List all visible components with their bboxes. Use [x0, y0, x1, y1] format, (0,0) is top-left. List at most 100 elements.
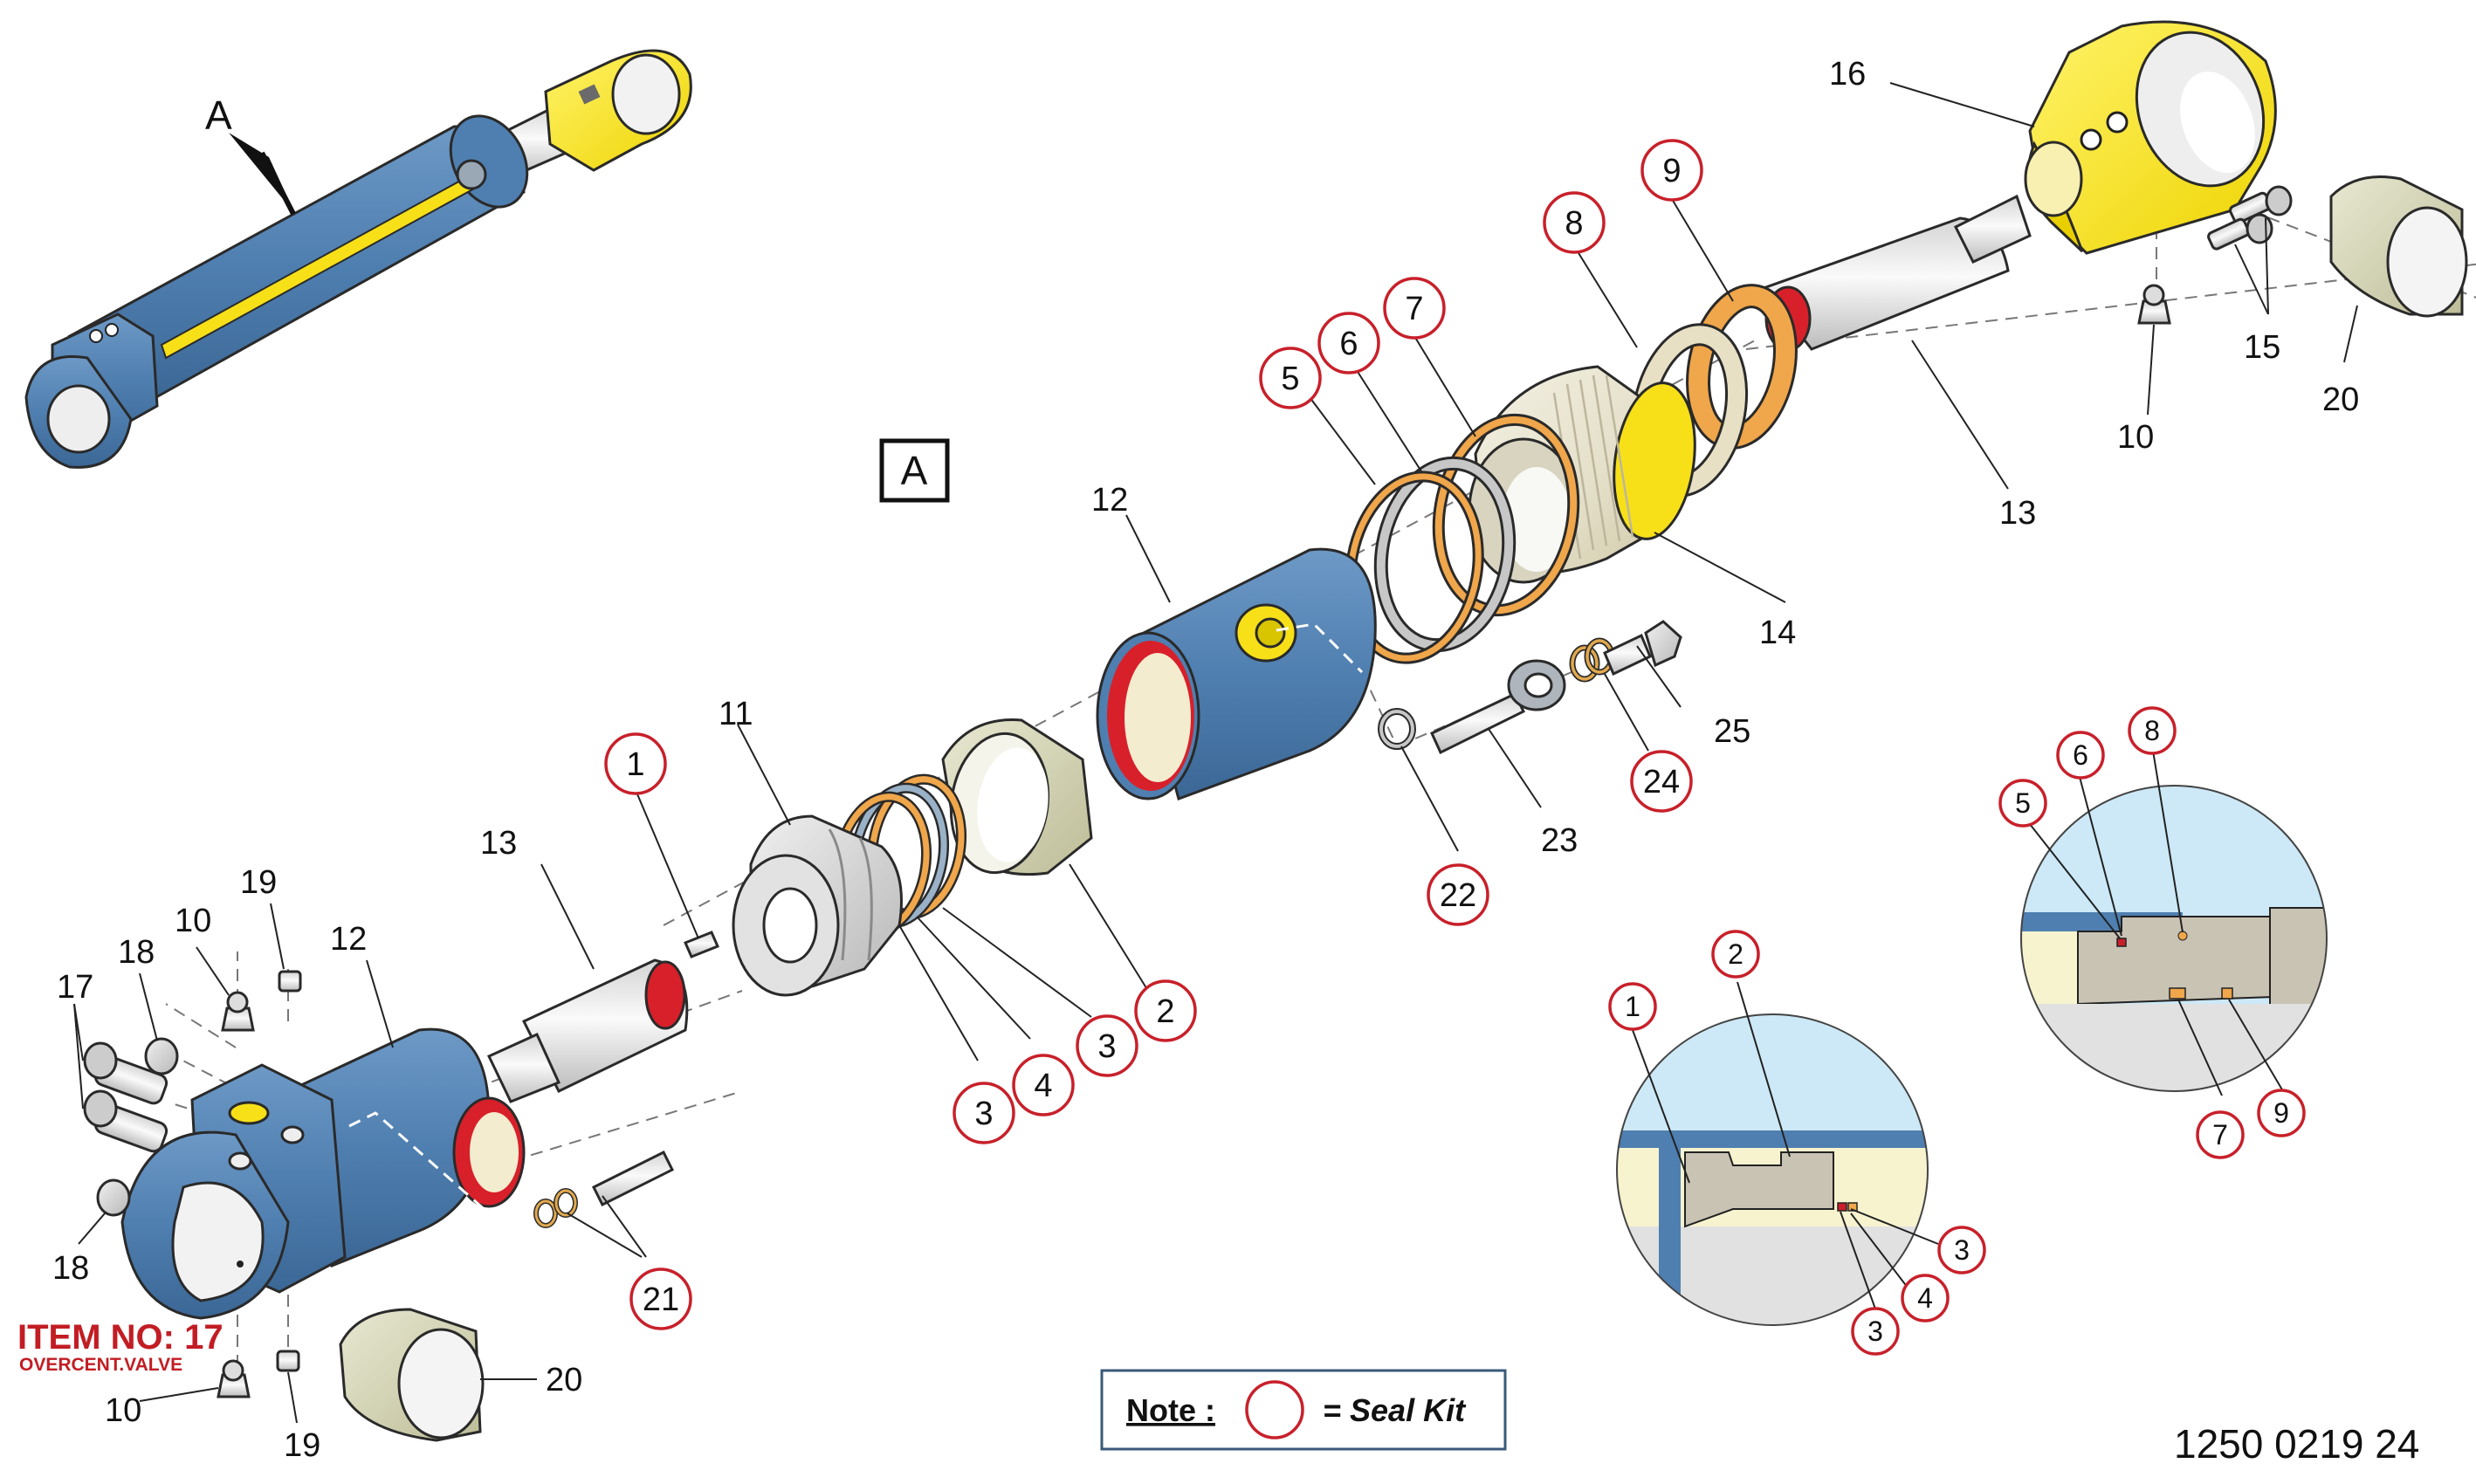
label-10-mid: 10: [175, 903, 211, 939]
label-19-bottom: 19: [284, 1427, 320, 1464]
svg-text:5: 5: [2015, 787, 2031, 819]
label-23: 23: [1541, 822, 1578, 859]
svg-text:8: 8: [2144, 715, 2160, 746]
part-1-set-screw: [684, 931, 719, 958]
part-21-pin: [533, 1150, 675, 1228]
detail-circle-gland-seals: [2020, 785, 2328, 1092]
callout-8: 7: [1383, 277, 1446, 340]
detail-callout-5: 5: [1998, 779, 2047, 828]
part-12-barrel-top: [1096, 547, 1377, 800]
label-17: 17: [57, 969, 93, 1006]
part-labels: 16 15 10 20 13 14 12 25 23 11 13 19 10 1…: [52, 56, 2359, 1464]
svg-text:5: 5: [1281, 361, 1299, 397]
callout-21: 21: [629, 1268, 692, 1330]
view-box-label: A: [901, 448, 928, 493]
svg-text:6: 6: [1339, 326, 1358, 362]
part-11-piston: [732, 814, 903, 997]
detail-callout-2: 2: [1711, 930, 1760, 979]
part-18-plugs: [96, 1037, 179, 1217]
detail-callout-1: 1: [1608, 982, 1657, 1031]
part-25-bolt: [1603, 620, 1682, 677]
label-20-top: 20: [2322, 381, 2359, 418]
svg-text:7: 7: [2212, 1119, 2228, 1151]
document-number: 1250 0219 24: [2174, 1421, 2419, 1467]
svg-text:1: 1: [626, 746, 644, 783]
svg-text:2: 2: [1728, 938, 1744, 970]
callout-9: 9: [1640, 139, 1703, 202]
leader-lines: [73, 82, 2358, 1424]
label-15: 15: [2244, 329, 2280, 366]
svg-text:9: 9: [2273, 1097, 2289, 1129]
part-23-banjo: [1430, 659, 1566, 755]
callout-5: 5: [1259, 347, 1322, 409]
svg-text:9: 9: [1662, 153, 1681, 189]
part-10-grease-top: [2137, 284, 2171, 325]
label-20-bottom: 20: [546, 1362, 582, 1398]
seal-kit-note: Note : = Seal Kit: [1100, 1369, 1507, 1451]
svg-text:1: 1: [1625, 991, 1640, 1022]
label-25: 25: [1714, 713, 1750, 750]
part-20-bushing-top: [2329, 175, 2468, 318]
detail-callout-9: 9: [2257, 1089, 2306, 1137]
callout-24: 24: [1630, 750, 1693, 813]
svg-text:21: 21: [643, 1281, 679, 1318]
callout-2: 2: [1134, 979, 1197, 1042]
item-note-title: ITEM NO: 17: [17, 1318, 224, 1357]
svg-text:6: 6: [2073, 739, 2088, 771]
part-2-wear-ring: [941, 718, 1093, 876]
part-24-washers: [1569, 637, 1615, 683]
part-15-screws: [2207, 185, 2293, 251]
label-18-top: 18: [118, 934, 155, 971]
part-17-valves: [83, 1041, 169, 1153]
callout-1: 1: [604, 732, 667, 795]
detail-callout-8: 8: [2128, 706, 2177, 755]
detail-callout-3-right: 3: [1937, 1226, 1986, 1274]
svg-text:3: 3: [1867, 1316, 1883, 1347]
svg-text:7: 7: [1405, 291, 1423, 327]
detail-callout-4: 4: [1901, 1274, 1950, 1323]
part-5-ring: [1345, 471, 1484, 664]
label-11: 11: [719, 696, 753, 732]
assembled-cylinder: [24, 49, 692, 469]
label-10-top: 10: [2117, 419, 2154, 456]
label-16: 16: [1829, 56, 1866, 93]
part-22-small-ring: [1378, 708, 1416, 750]
note-label: Note :: [1126, 1392, 1215, 1428]
part-13-rod-bottom: [486, 958, 689, 1103]
svg-text:2: 2: [1156, 993, 1174, 1030]
callout-6: 6: [1317, 312, 1380, 374]
callout-4: 4: [1012, 1054, 1075, 1116]
label-12-top: 12: [1091, 482, 1128, 519]
note-text: = Seal Kit: [1323, 1392, 1467, 1428]
seal-kit-callouts: 1 2 3 3 4 5 6 7 8 9 22 24 21 1 2 3 3 4 5…: [604, 139, 2306, 1356]
detail-callout-7: 7: [2196, 1110, 2245, 1159]
label-12-bottom: 12: [330, 921, 367, 958]
svg-text:8: 8: [1565, 205, 1583, 242]
svg-text:24: 24: [1643, 764, 1680, 800]
callout-3-left: 3: [953, 1082, 1015, 1144]
callout-7: 8: [1543, 191, 1606, 254]
view-box-a: A: [879, 438, 950, 503]
label-10-bottom: 10: [105, 1392, 141, 1429]
svg-text:4: 4: [1917, 1282, 1933, 1314]
svg-text:4: 4: [1034, 1068, 1052, 1104]
part-10-19-nipples: [217, 970, 302, 1398]
label-13-bottom: 13: [480, 825, 517, 862]
detail-callout-3-left: 3: [1851, 1307, 1900, 1356]
callout-22: 22: [1427, 863, 1489, 926]
label-19-top: 19: [240, 864, 277, 901]
svg-text:3: 3: [974, 1096, 993, 1132]
label-13-top: 13: [1999, 495, 2036, 532]
item-note-subtitle: OVERCENT.VALVE: [19, 1355, 182, 1375]
part-13-rod-top: [1761, 194, 2032, 352]
view-arrow-a: A: [205, 93, 296, 216]
detail-callout-6: 6: [2056, 731, 2105, 780]
svg-text:3: 3: [1097, 1028, 1116, 1065]
view-label: A: [205, 93, 232, 138]
callout-3-right: 3: [1076, 1014, 1138, 1077]
label-14: 14: [1759, 615, 1796, 651]
label-18-bottom: 18: [52, 1250, 89, 1287]
part-16-rod-eye: [2024, 20, 2277, 255]
item-note: ITEM NO: 17 OVERCENT.VALVE: [17, 1318, 224, 1375]
